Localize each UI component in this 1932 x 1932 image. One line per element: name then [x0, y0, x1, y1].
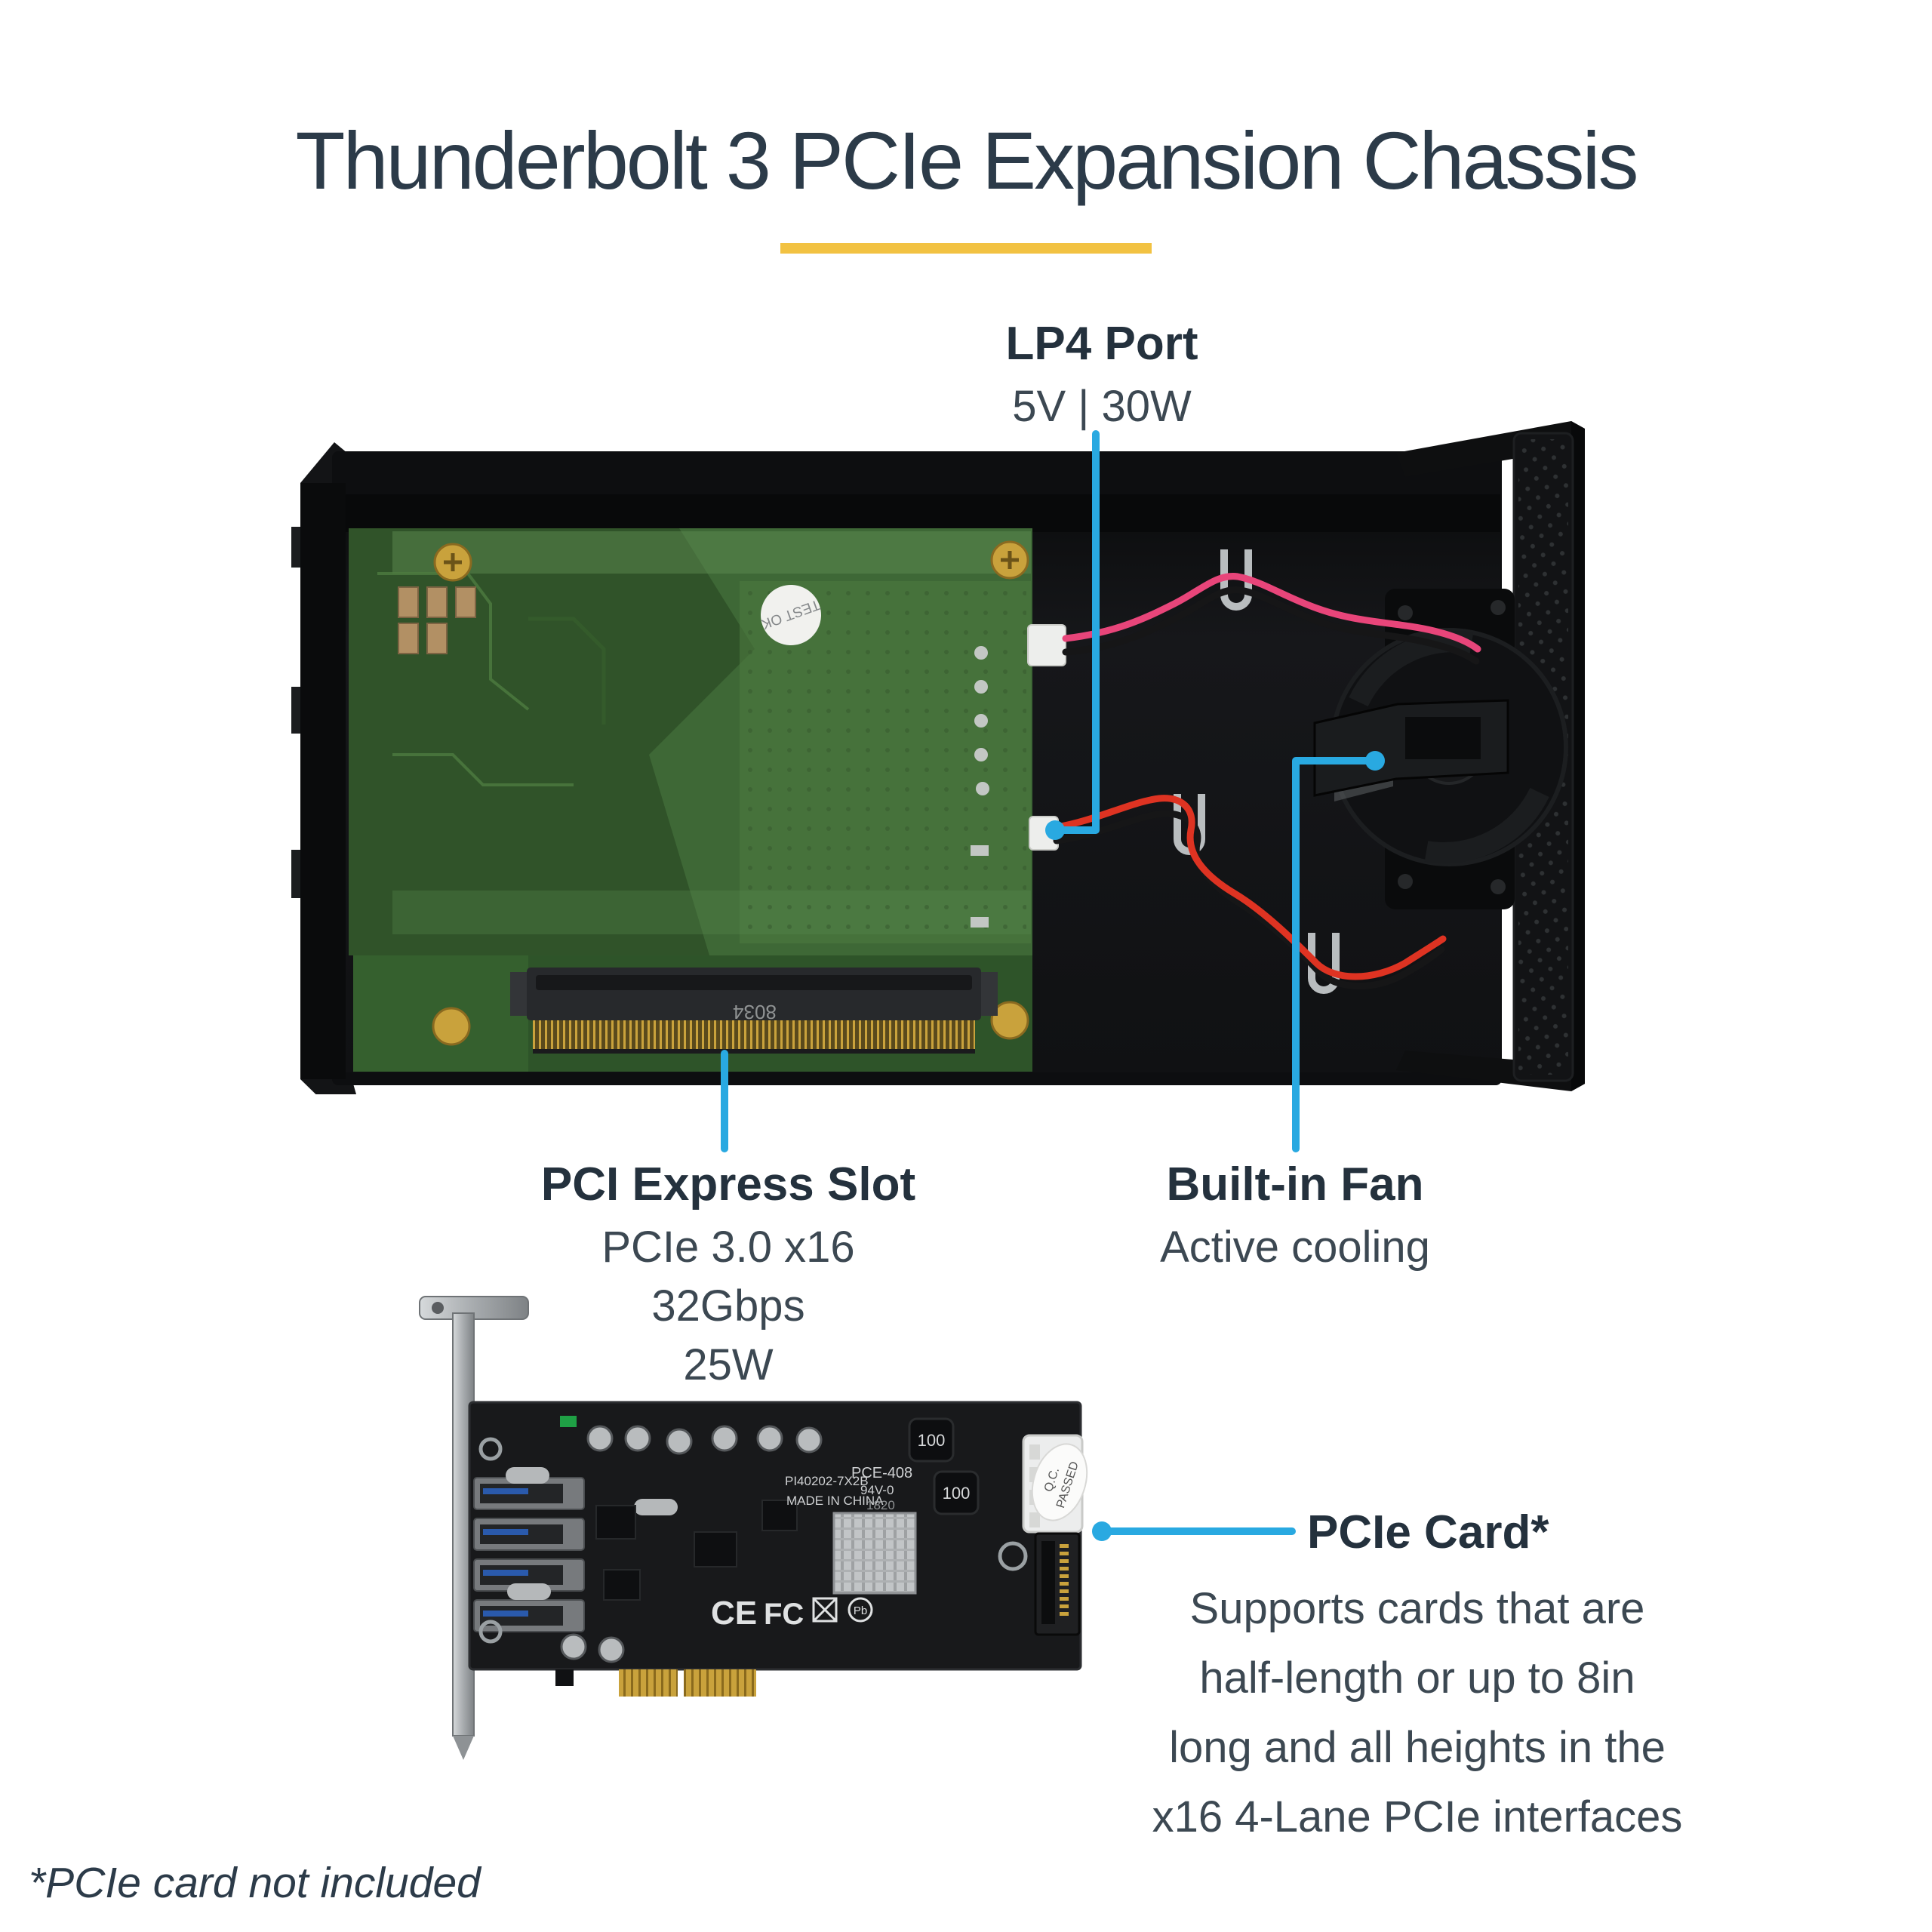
svg-text:Pb: Pb [854, 1604, 867, 1617]
pci-slot-spec-1: PCIe 3.0 x16 [601, 1223, 855, 1272]
slot-gold-pins [533, 1020, 975, 1051]
fan-wires [1053, 573, 1481, 990]
card-desc-line-4: x16 4-Lane PCIe interfaces [1152, 1792, 1683, 1841]
test-ok-sticker: TEST OK [759, 585, 822, 645]
capacitors [398, 586, 476, 654]
card-silkscreen: PI40202-7X2B MADE IN CHINA PCE-408 94V-0… [785, 1465, 912, 1512]
pcb-top-connector [1027, 624, 1066, 666]
footnote: *PCIe card not included [29, 1859, 481, 1907]
usb-ports [473, 1477, 585, 1632]
pci-slot-spec-2: 32Gbps [651, 1281, 805, 1331]
pcie-card-photo: 100 100 PI40202-7X2B MADE [419, 1296, 1088, 1760]
power-coils: 100 100 [908, 1417, 980, 1515]
svg-text:CE: CE [711, 1595, 757, 1632]
title-underline [780, 243, 1152, 254]
pcie-slot: 8034 [510, 968, 998, 1054]
svg-text:PI40202-7X2B: PI40202-7X2B [785, 1474, 869, 1488]
pcie-card-label: PCIe Card* [1307, 1506, 1549, 1558]
svg-text:FC: FC [764, 1598, 804, 1631]
lp4-port-connector [1029, 816, 1059, 851]
cert-marks: CE FC Pb [711, 1595, 873, 1632]
green-pcb: TEST OK [349, 528, 1066, 955]
built-in-fan [1313, 589, 1568, 909]
fan-detail: Active cooling [1160, 1223, 1430, 1272]
chassis-photo: TEST OK 8034 [291, 421, 1585, 1094]
pci-slot-label: PCI Express Slot [540, 1158, 916, 1211]
pci-slot-spec-3: 25W [683, 1340, 774, 1389]
svg-text:100: 100 [918, 1431, 946, 1450]
svg-text:8034: 8034 [733, 1001, 777, 1023]
card-desc-line-1: Supports cards that are [1189, 1584, 1645, 1633]
svg-text:1820: 1820 [866, 1498, 895, 1512]
fan-label: Built-in Fan [1166, 1158, 1424, 1211]
card-gold-edge [555, 1669, 756, 1697]
pcie-card-description: Supports cards that are half-length or u… [1123, 1574, 1712, 1852]
qc-passed-sticker: Q.C. PASSED [1031, 1443, 1088, 1521]
lp4-port-label: LP4 Port [1005, 318, 1198, 370]
callout-lp4-port: LP4 Port 5V | 30W [838, 317, 1366, 436]
svg-text:100: 100 [943, 1484, 971, 1503]
lp4-port-detail: 5V | 30W [1012, 382, 1192, 431]
callout-pci-express-slot: PCI Express Slot PCIe 3.0 x16 32Gbps 25W [464, 1158, 992, 1395]
svg-text:PCE-408: PCE-408 [851, 1465, 912, 1481]
page-title: Thunderbolt 3 PCIe Expansion Chassis [295, 115, 1638, 206]
svg-text:MADE IN CHINA: MADE IN CHINA [786, 1494, 884, 1508]
callout-built-in-fan: Built-in Fan Active cooling [1031, 1158, 1559, 1277]
card-sata-connector [1034, 1532, 1081, 1636]
smd-parts [971, 646, 989, 928]
card-desc-line-2: half-length or up to 8in [1199, 1654, 1635, 1703]
card-bracket [419, 1296, 529, 1760]
card-desc-line-3: long and all heights in the [1169, 1723, 1666, 1772]
card-ics [478, 1416, 1028, 1644]
heatsink [832, 1512, 917, 1595]
riser-board: 8034 [353, 955, 1032, 1072]
card-capacitors [560, 1425, 823, 1663]
svg-text:94V-0: 94V-0 [860, 1483, 894, 1497]
card-lp4-connector: Q.C. PASSED [1022, 1434, 1088, 1534]
card-pcb: 100 100 PI40202-7X2B MADE [468, 1401, 1088, 1697]
